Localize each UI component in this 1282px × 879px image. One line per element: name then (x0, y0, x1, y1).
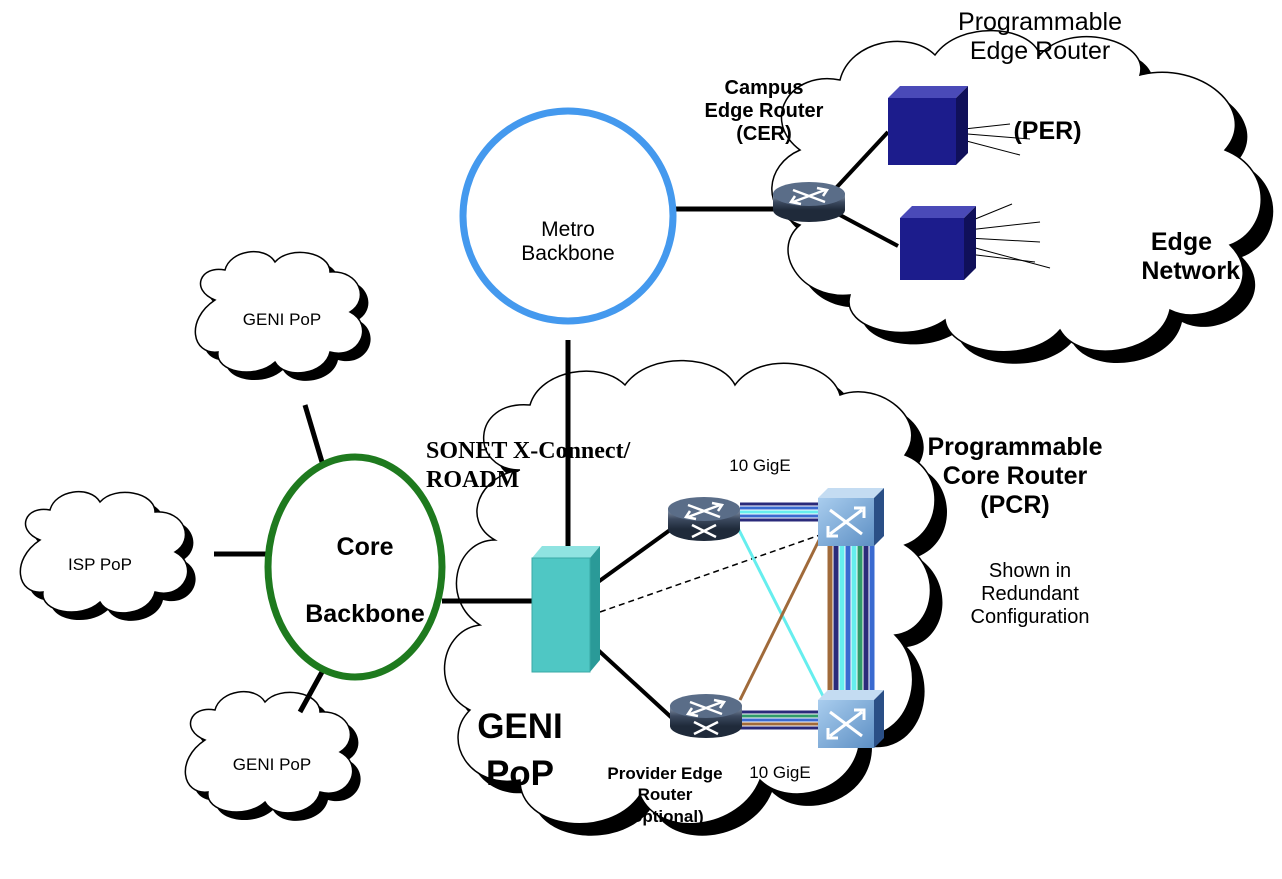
pcr-bottom-bundle (740, 710, 822, 730)
sonet-line-2: ROADM (426, 466, 520, 493)
brown-cross-link (738, 525, 828, 701)
pcr-line-1: Programmable (927, 433, 1103, 461)
shown-line-3: Configuration (970, 606, 1090, 628)
metro-line-2: Backbone (521, 242, 615, 266)
geni-bottom-core-link (297, 670, 325, 714)
pcr-label: Programmable Core Router (PCR) (880, 433, 1150, 519)
geni-pop-bottom-label: GENI PoP (232, 755, 312, 774)
campus-edge-router-label: Campus Edge Router (CER) (694, 77, 834, 146)
switch-icon (818, 690, 884, 748)
per-title-line-2: Edge Router (969, 36, 1111, 65)
pe-line-1: Provider Edge (607, 764, 723, 783)
cer-edge-box-link (839, 213, 899, 248)
provider-edge-router-label: Provider Edge Router (optional) (575, 763, 755, 827)
programmable-edge-router-label: Programmable Edge Router (930, 8, 1150, 66)
ten-gige-bottom-label: 10 GigE (749, 763, 811, 782)
ten-gige-top-label: 10 GigE (729, 456, 791, 475)
core-line-2: Backbone (305, 599, 425, 628)
shown-in-redundant-label: Shown in Redundant Configuration (945, 560, 1115, 629)
router-icon (773, 182, 845, 222)
pcr-vertical-bundle (827, 540, 875, 695)
geni-pop-big-label: GENI PoP (460, 703, 580, 798)
shown-line-1: Shown in (988, 560, 1072, 582)
sonet-line-1: SONET X-Connect/ (426, 438, 631, 464)
edge-network-line-2: Network (1141, 256, 1240, 285)
isp-pop-cloud (19, 491, 196, 621)
roadm-pe-top-link (596, 528, 672, 584)
metro-backbone-ring (459, 107, 677, 325)
geni-pop-bottom-cloud (184, 691, 361, 821)
shown-line-2: Redundant (981, 583, 1079, 605)
edge-box-icon (900, 206, 976, 280)
core-backbone-label: Core Backbone (270, 533, 460, 629)
pcr-line-3: (PCR) (980, 490, 1050, 519)
per-label: (PER) (1013, 117, 1082, 145)
per-box-icon (888, 86, 968, 165)
router-icon (668, 497, 740, 541)
metro-backbone-label: Metro Backbone (508, 218, 628, 266)
cer-line-3: (CER) (736, 123, 792, 145)
isp-pop-label: ISP PoP (68, 555, 132, 574)
links (214, 206, 780, 714)
geni-top-core-link (302, 404, 325, 463)
geni-big-line-2: PoP (485, 754, 555, 794)
pe-line-2: Router (637, 785, 693, 805)
edge-network-cloud (771, 29, 1274, 364)
roadm-pcr-dashed-link (599, 534, 821, 613)
metro-line-1: Metro (541, 218, 595, 241)
edge-network-line-1: Edge (1150, 228, 1212, 256)
pcr-top-bundle (740, 502, 822, 522)
cer-line-1: Campus (724, 77, 804, 99)
pcr-line-2: Core Router (942, 461, 1088, 490)
roadm-icon (531, 546, 600, 673)
per-title-line-1: Programmable (958, 8, 1122, 36)
cer-per-link (834, 130, 890, 190)
core-backbone-ring (264, 453, 446, 681)
edge-network-label: Edge Network (1100, 228, 1240, 286)
cer-line-2: Edge Router (704, 100, 824, 122)
roadm-pe-bottom-link (596, 648, 674, 720)
geni-big-line-1: GENI (477, 707, 563, 746)
switch-icon (818, 488, 884, 546)
router-icon (670, 694, 742, 738)
geni-pop-top-label: GENI PoP (242, 310, 322, 329)
pe-line-3: (optional) (626, 806, 704, 826)
core-line-1: Core (336, 533, 394, 561)
sonet-roadm-label: SONET X-Connect/ ROADM (426, 437, 630, 495)
geni-pop-top-cloud (194, 251, 371, 381)
